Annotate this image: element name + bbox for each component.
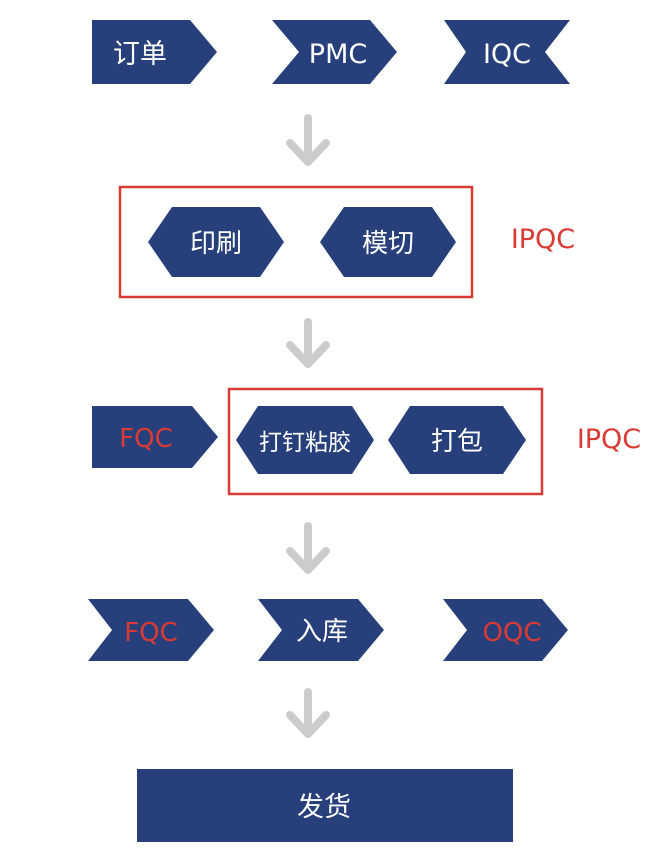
ipqc-group-2 bbox=[227, 387, 544, 496]
step-oqc-label: OQC bbox=[482, 618, 541, 648]
step-print: 印刷 bbox=[148, 207, 284, 277]
step-staple-glue-label: 打钉粘胶 bbox=[259, 430, 351, 456]
step-die-cut: 模切 bbox=[320, 207, 456, 277]
ipqc-group-1 bbox=[118, 185, 474, 299]
down-arrow-icon bbox=[286, 688, 330, 738]
step-iqc: IQC bbox=[444, 20, 570, 84]
step-order-label: 订单 bbox=[113, 39, 167, 70]
step-fqc-1: FQC bbox=[92, 406, 218, 468]
step-pmc-label: PMC bbox=[309, 39, 367, 70]
ipqc-label-1: IPQC bbox=[511, 224, 575, 255]
step-iqc-label: IQC bbox=[483, 39, 531, 70]
step-ship-label: 发货 bbox=[297, 792, 351, 823]
step-print-label: 印刷 bbox=[190, 229, 242, 259]
step-die-cut-label: 模切 bbox=[362, 229, 414, 259]
step-fqc-1-label: FQC bbox=[119, 424, 173, 454]
step-pack: 打包 bbox=[388, 406, 526, 474]
step-order: 订单 bbox=[92, 20, 217, 84]
down-arrow-icon bbox=[286, 114, 330, 166]
step-fqc-2: FQC bbox=[88, 599, 214, 661]
step-warehouse-label: 入库 bbox=[296, 617, 348, 647]
down-arrow-icon bbox=[286, 522, 330, 574]
ipqc-label-2: IPQC bbox=[577, 424, 641, 455]
step-warehouse: 入库 bbox=[258, 599, 384, 661]
step-oqc: OQC bbox=[443, 599, 568, 661]
step-fqc-2-label: FQC bbox=[124, 618, 178, 648]
step-staple-glue: 打钉粘胶 bbox=[236, 406, 374, 474]
step-ship: 发货 bbox=[137, 769, 513, 842]
down-arrow-icon bbox=[286, 318, 330, 368]
step-pmc: PMC bbox=[272, 20, 397, 84]
step-pack-label: 打包 bbox=[431, 427, 483, 457]
